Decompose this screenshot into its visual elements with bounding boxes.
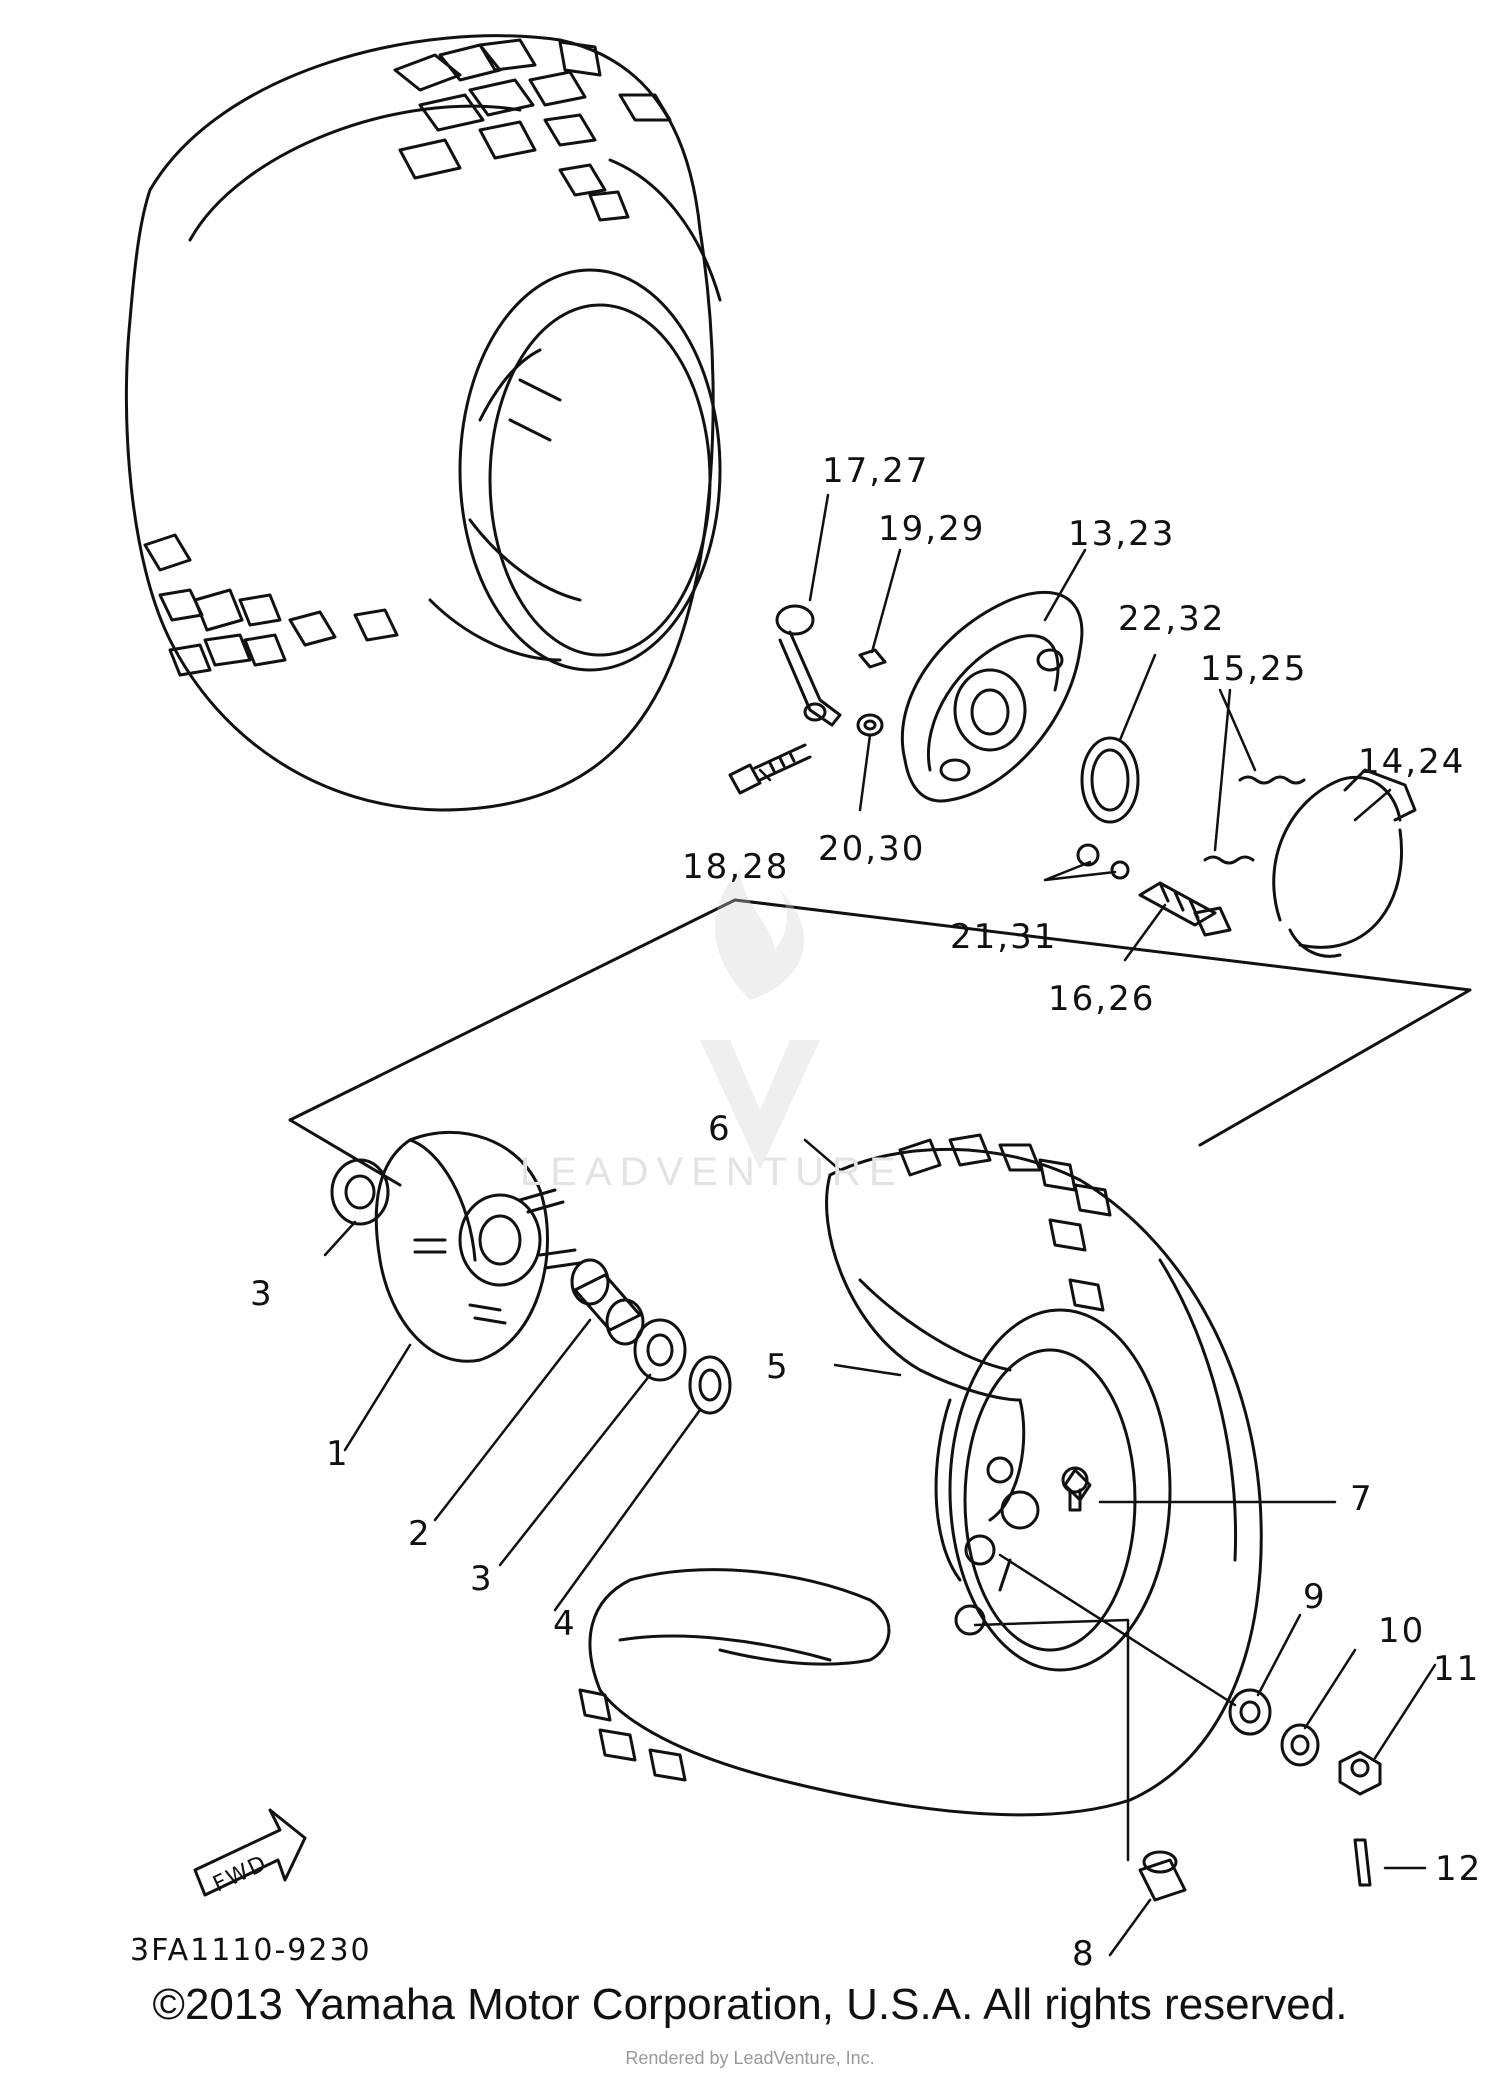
fwd-arrow-icon [193, 1808, 307, 1897]
springs-15 [1203, 775, 1306, 865]
label-19-29: 19,29 [878, 509, 985, 549]
watermark-logo-icon [700, 870, 820, 1170]
label-8: 8 [1072, 1934, 1096, 1974]
washer-21 [1076, 843, 1130, 880]
label-11: 11 [1433, 1649, 1480, 1689]
label-15-25: 15,25 [1200, 649, 1307, 689]
nut-19 [858, 648, 887, 669]
brake-panel-13 [900, 590, 1084, 803]
washer-20 [856, 713, 884, 737]
label-1: 1 [326, 1434, 350, 1474]
oil-seal-4 [688, 1355, 732, 1415]
cap-8 [1138, 1850, 1187, 1902]
oil-seal-22 [1080, 736, 1140, 824]
label-6: 6 [708, 1109, 732, 1149]
spacer-2 [570, 1258, 645, 1346]
label-9: 9 [1303, 1577, 1327, 1617]
part-labels: 17,27 19,29 13,23 22,32 15,25 14,24 18,2… [130, 451, 1482, 1974]
bearing-3-upper [330, 1158, 390, 1226]
assembly-bracket [288, 898, 1472, 1187]
label-20-30: 20,30 [818, 829, 925, 869]
copyright-notice: ©2013 Yamaha Motor Corporation, U.S.A. A… [152, 1980, 1348, 2029]
label-3-upper: 3 [250, 1274, 274, 1314]
label-3-lower: 3 [470, 1559, 494, 1599]
label-13-23: 13,23 [1068, 514, 1175, 554]
nut-11 [1338, 1750, 1382, 1796]
watermark-brand: LEADVENTURE [520, 1150, 904, 1194]
label-2: 2 [408, 1514, 432, 1554]
brake-arm-17 [775, 604, 842, 727]
label-12: 12 [1435, 1849, 1482, 1889]
leader-lines [323, 493, 1437, 1957]
drawing-code: 3FA1110-9230 [130, 1933, 372, 1968]
label-7: 7 [1350, 1479, 1374, 1519]
label-14-24: 14,24 [1358, 742, 1465, 782]
valve-7 [1061, 1466, 1089, 1512]
label-21-31: 21,31 [950, 917, 1057, 957]
camshaft-16 [1138, 881, 1232, 937]
brake-shoes-14 [1272, 768, 1417, 958]
hub-1 [374, 1130, 582, 1363]
label-16-26: 16,26 [1048, 979, 1155, 1019]
washer-10 [1280, 1723, 1320, 1767]
top-tire [124, 34, 722, 812]
label-4: 4 [553, 1604, 577, 1644]
bearing-3-lower [633, 1318, 687, 1382]
label-17-27: 17,27 [822, 451, 929, 491]
bottom-wheel [578, 1133, 1263, 1817]
label-18-28: 18,28 [682, 847, 789, 887]
washer-9 [1228, 1688, 1272, 1736]
cotter-pin-12 [1353, 1838, 1372, 1887]
label-10: 10 [1378, 1611, 1425, 1651]
render-credit: Rendered by LeadVenture, Inc. [625, 2048, 875, 2068]
label-22-32: 22,32 [1118, 599, 1225, 639]
label-5: 5 [766, 1347, 790, 1387]
bolt-18 [728, 743, 812, 795]
